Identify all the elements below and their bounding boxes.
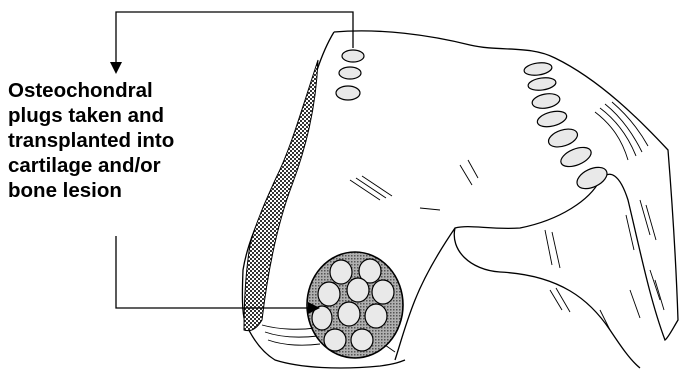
donor-plugs-left [336, 50, 364, 100]
recipient-lesion [307, 252, 403, 358]
connector-top [116, 12, 353, 64]
donor-plugs-right [523, 61, 610, 193]
arrow-head-down-icon [110, 62, 122, 74]
connector-bottom [116, 236, 310, 308]
cartilage-strip [244, 60, 318, 331]
